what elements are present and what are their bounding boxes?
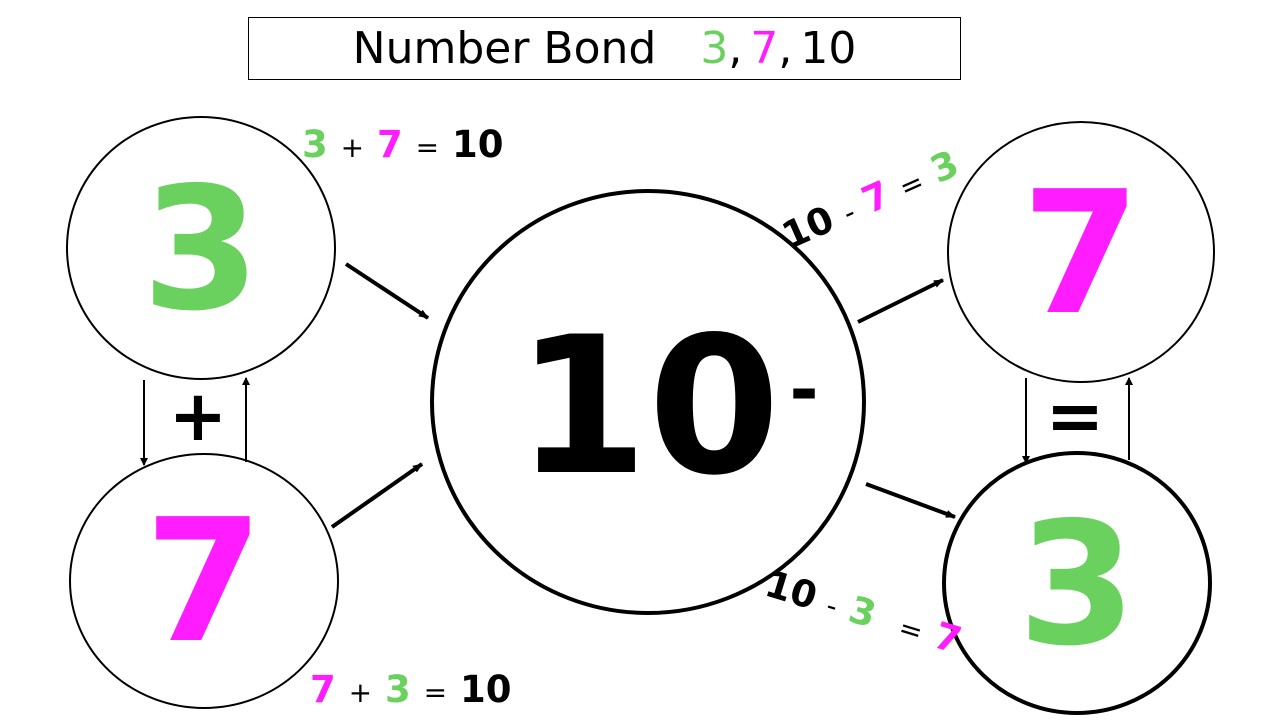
- equation-add-bottom: 7 + 3 = 10: [310, 671, 512, 708]
- title-label: Number Bond: [352, 23, 657, 74]
- title-comma-1: ,: [728, 23, 743, 74]
- node-center-value: 10: [516, 296, 780, 517]
- arrow-center-to-bottom-right: [865, 482, 956, 519]
- eq-add-bottom-a: 7: [310, 668, 336, 711]
- title-number-10: 10: [800, 23, 857, 74]
- eq-add-bottom-op: +: [348, 676, 373, 709]
- title-number-3: 3: [700, 23, 729, 74]
- title-box: Number Bond 3 , 7 , 10: [248, 17, 961, 80]
- eq-add-bottom-sum: 10: [460, 668, 512, 711]
- operator-plus: +: [169, 375, 228, 457]
- eq-add-top-eq: =: [415, 131, 440, 164]
- eq-add-bottom-eq: =: [423, 676, 448, 709]
- operator-minus: -: [789, 349, 818, 431]
- circle-bottom-left: [69, 453, 339, 709]
- arrow-center-to-top-right: [857, 278, 944, 324]
- eq-add-bottom-b: 3: [385, 668, 411, 711]
- eq-add-top-sum: 10: [452, 123, 504, 166]
- eq-sub-bottom-op: -: [822, 588, 842, 624]
- circle-bottom-right: [942, 451, 1212, 715]
- operator-equals: =: [1046, 375, 1105, 457]
- node-bottom-right-value: 3: [1018, 486, 1136, 684]
- eq-sub-bottom-b: 3: [843, 587, 882, 637]
- arrow-bottom-left-to-center: [330, 462, 424, 529]
- title-number-7: 7: [750, 23, 779, 74]
- node-top-right-value: 7: [1022, 155, 1140, 353]
- circle-top-left: [66, 116, 336, 380]
- eq-add-top-a: 3: [302, 123, 328, 166]
- node-top-left-value: 3: [142, 151, 260, 349]
- eq-sub-top-op: -: [837, 195, 861, 230]
- eq-add-top-op: +: [340, 131, 365, 164]
- circle-top-right: [947, 121, 1215, 383]
- eq-sub-bottom-eq: =: [894, 610, 927, 650]
- circle-center: [430, 189, 866, 615]
- title-comma-2: ,: [778, 23, 793, 74]
- equation-add-top: 3 + 7 = 10: [302, 126, 504, 163]
- node-bottom-left-value: 7: [145, 483, 263, 681]
- eq-add-top-b: 7: [377, 123, 403, 166]
- arrow-top-left-to-center: [344, 262, 430, 320]
